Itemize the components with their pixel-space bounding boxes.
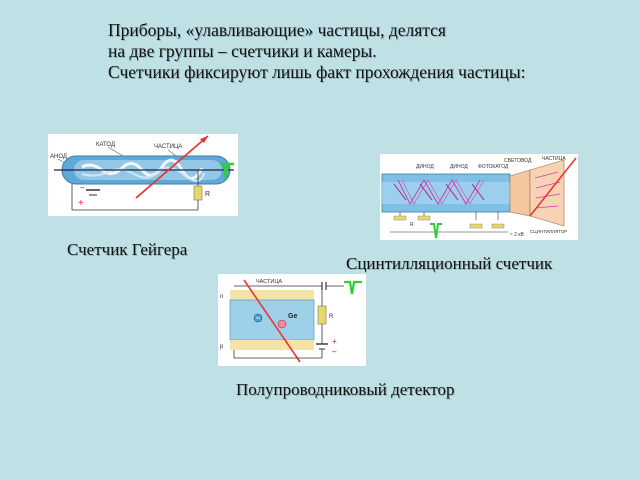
geiger-label-plus: + (78, 198, 84, 209)
geiger-label-cathode: КАТОД (96, 142, 115, 148)
scint-label-dynode-2: ДИНОД (450, 164, 468, 170)
geiger-pulse-icon (220, 162, 234, 179)
semi-hole (277, 319, 287, 329)
scint-resistor-3 (469, 223, 483, 229)
semi-label-p: p (220, 344, 224, 350)
geiger-label-minus: – (80, 183, 85, 192)
intro-line-1: Приборы, «улавливающие» частицы, делятся (108, 20, 446, 40)
geiger-caption: Счетчик Гейгера (67, 240, 188, 259)
semi-particle-track (243, 279, 301, 363)
geiger-particle-track (135, 135, 209, 199)
scintillation-counter-diagram: ДИНОД ДИНОД ФОТОКАТОД СВЕТОВОД ЧАСТИЦА R (380, 154, 578, 240)
scint-label-dynode-1: ДИНОД (416, 164, 434, 170)
scint-label-scintillator: СЦИНТИЛЛЯТОР (530, 229, 567, 234)
semi-label-ge: Ge (288, 313, 297, 320)
semi-top-electrode (230, 290, 314, 300)
scint-crystal (529, 159, 565, 227)
semi-label-resistor: R (329, 314, 334, 320)
semi-label-n: n (220, 294, 223, 300)
semi-label-plus: + (332, 337, 337, 346)
geiger-label-resistor: R (205, 191, 210, 198)
geiger-label-anode: АНОД (50, 154, 67, 160)
semi-label-particle: ЧАСТИЦА (256, 279, 282, 285)
geiger-resistor (193, 185, 203, 201)
semiconductor-caption: Полупроводниковый детектор (236, 380, 455, 399)
semi-pulse-icon (344, 280, 362, 295)
scint-particle-track (529, 157, 577, 217)
scint-label-voltage: ≈ 2 кВ (510, 232, 524, 238)
scint-label-photocathode: ФОТОКАТОД (478, 164, 509, 170)
scint-label-lightguide: СВЕТОВОД (504, 158, 532, 164)
scint-pulse-icon (430, 223, 442, 239)
semi-label-minus: – (332, 347, 337, 356)
intro-line-2: на две группы – счетчики и камеры. (108, 41, 377, 61)
intro-text: Приборы, «улавливающие» частицы, делятся… (108, 20, 526, 83)
scint-label-particle: ЧАСТИЦА (542, 156, 566, 162)
scint-label-resistor: R (410, 222, 414, 228)
scint-light-guide (509, 169, 531, 217)
scint-resistor-2 (417, 215, 431, 221)
semi-bottom-electrode (230, 340, 314, 350)
scint-resistor-4 (491, 223, 505, 229)
geiger-label-particle: ЧАСТИЦА (154, 144, 182, 150)
semiconductor-detector-diagram: ЧАСТИЦА n p Ge R + – (218, 274, 366, 366)
semi-resistor (317, 305, 327, 325)
scintillation-caption: Сцинтилляционный счетчик (346, 254, 553, 273)
scint-resistor-1 (393, 215, 407, 221)
geiger-counter-diagram: КАТОД ЧАСТИЦА АНОД R – + (48, 134, 238, 216)
intro-line-3: Счетчики фиксируют лишь факт прохождения… (108, 62, 526, 82)
